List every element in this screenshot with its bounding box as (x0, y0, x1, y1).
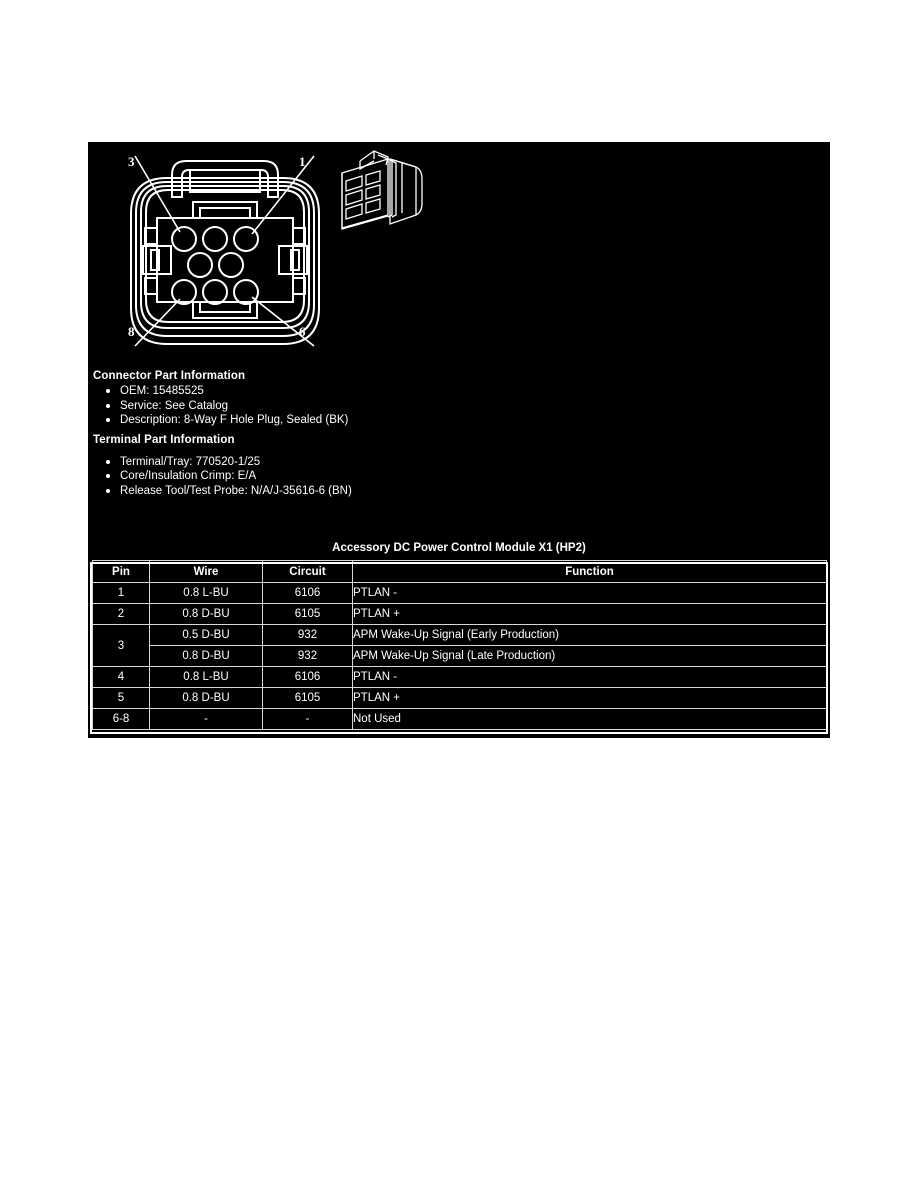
cell-circuit: 932 (262, 624, 353, 646)
bullet-icon (106, 488, 110, 493)
cell-pin: 2 (92, 603, 150, 625)
column-header-function: Function (352, 560, 827, 583)
terminal-part-information-heading: Terminal Part Information (93, 433, 235, 446)
column-header-circuit: Circuit (262, 560, 353, 583)
table-row: 4 0.8 L-BU 6106 PTLAN - (92, 666, 827, 688)
connector-face-view-icon (130, 155, 320, 347)
cell-pin: 1 (92, 582, 150, 604)
cell-circuit: 6106 (262, 666, 353, 688)
column-header-wire: Wire (149, 560, 263, 583)
cell-pin: 4 (92, 666, 150, 688)
connector-diagram: 3 1 8 6 (88, 142, 830, 370)
table-header-row: Pin Wire Circuit Function (92, 560, 827, 583)
cell-wire: 0.8 L-BU (149, 666, 263, 688)
cell-wire: 0.5 D-BU (149, 624, 263, 646)
pin-callout-8: 8 (128, 324, 135, 339)
list-item: Description: 8-Way F Hole Plug, Sealed (… (88, 413, 830, 428)
connector-part-information-heading: Connector Part Information (93, 370, 246, 382)
terminal-part-information-list: Terminal/Tray: 770520-1/25 Core/Insulati… (88, 455, 830, 499)
list-item: Terminal/Tray: 770520-1/25 (88, 455, 830, 470)
cell-circuit: 6105 (262, 687, 353, 709)
bullet-icon (106, 474, 110, 478)
pin-callout-1: 1 (299, 154, 306, 169)
cell-circuit: 6105 (262, 603, 353, 625)
pinout-section: Accessory DC Power Control Module X1 (HP… (88, 540, 830, 734)
cell-circuit: 932 (262, 645, 353, 667)
cell-function: PTLAN + (352, 687, 827, 709)
bullet-icon (106, 403, 110, 408)
table-row: 6-8 - - Not Used (92, 708, 827, 730)
cell-wire: 0.8 D-BU (149, 645, 263, 667)
cell-wire: 0.8 D-BU (149, 687, 263, 709)
cell-circuit: - (262, 708, 353, 730)
cell-function: PTLAN - (352, 582, 827, 604)
bullet-icon (106, 389, 110, 393)
pin-callout-3: 3 (128, 154, 135, 169)
cell-function: APM Wake-Up Signal (Early Production) (352, 624, 827, 646)
list-item-label: Release Tool/Test Probe: N/A/J-35616-6 (… (120, 484, 352, 497)
part-information-section: Connector Part Information OEM: 15485525… (88, 370, 830, 504)
bullet-icon (106, 418, 110, 422)
table-row: 3 0.5 D-BU 932 APM Wake-Up Signal (Early… (92, 624, 827, 667)
table-row: 1 0.8 L-BU 6106 PTLAN - (92, 582, 827, 604)
connector-part-information-list: OEM: 15485525 Service: See Catalog Descr… (88, 384, 830, 428)
bullet-icon (106, 459, 110, 464)
pinout-table-title: Accessory DC Power Control Module X1 (HP… (332, 542, 586, 554)
cell-circuit: 6106 (262, 582, 353, 604)
cell-function: Not Used (352, 708, 827, 730)
table-row: 0.8 D-BU 932 APM Wake-Up Signal (Late Pr… (93, 645, 827, 667)
connector-information-panel: 3 1 8 6 (88, 142, 830, 738)
pinout-table: Pin Wire Circuit Function 1 0.8 L-BU 610… (92, 560, 827, 730)
list-item: OEM: 15485525 (88, 384, 830, 399)
list-item-label: Core/Insulation Crimp: E/A (120, 470, 257, 482)
list-item-label: Description: 8-Way F Hole Plug, Sealed (… (120, 414, 349, 426)
table-row: 5 0.8 D-BU 6105 PTLAN + (92, 687, 827, 709)
cell-wire: 0.8 L-BU (149, 582, 263, 604)
cell-wire: - (149, 708, 263, 730)
pin-callout-6: 6 (299, 324, 306, 339)
list-item: Core/Insulation Crimp: E/A (88, 469, 830, 484)
cell-function: APM Wake-Up Signal (Late Production) (352, 645, 827, 667)
list-item-label: Terminal/Tray: 770520-1/25 (120, 455, 261, 468)
list-item: Service: See Catalog (88, 399, 830, 414)
connector-isometric-view-icon (341, 150, 423, 230)
list-item: Release Tool/Test Probe: N/A/J-35616-6 (… (88, 484, 830, 499)
list-item-label: OEM: 15485525 (120, 385, 204, 397)
column-header-pin: Pin (92, 560, 150, 583)
list-item-label: Service: See Catalog (120, 399, 229, 412)
cell-pin: 6-8 (92, 708, 150, 730)
table-row: 2 0.8 D-BU 6105 PTLAN + (92, 603, 827, 625)
cell-pin: 3 (92, 624, 150, 667)
cell-function: PTLAN + (352, 603, 827, 625)
cell-function: PTLAN - (352, 666, 827, 688)
cell-pin: 5 (92, 687, 150, 709)
cell-wire: 0.8 D-BU (149, 603, 263, 625)
